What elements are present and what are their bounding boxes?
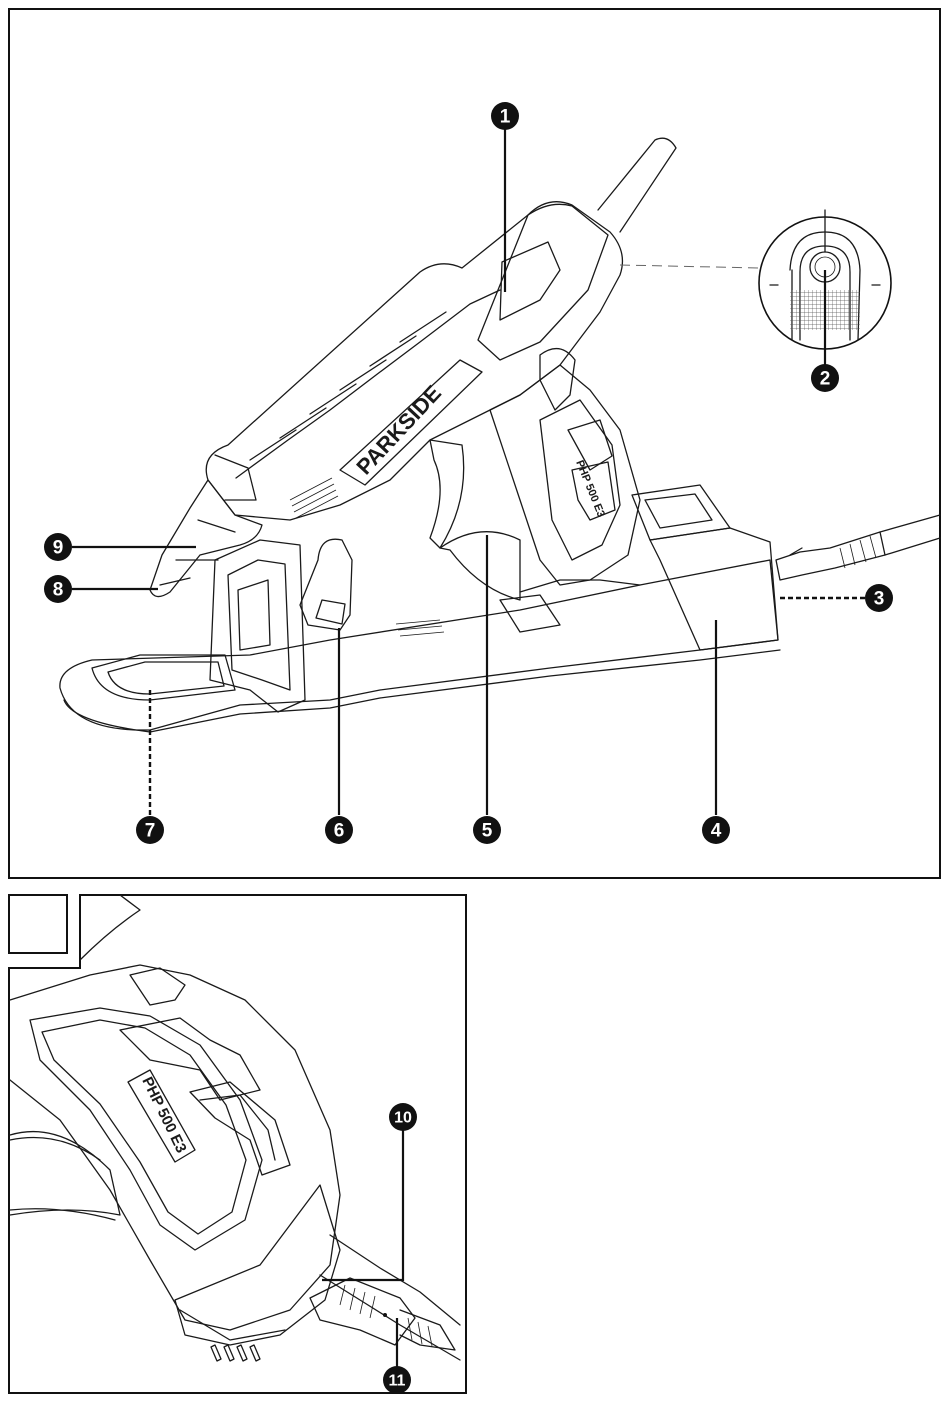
callout-4: 4: [702, 816, 730, 844]
callout-9: 9: [44, 533, 72, 561]
svg-text:6: 6: [334, 821, 345, 842]
svg-text:7: 7: [145, 821, 156, 842]
leader-lines: [72, 128, 866, 815]
detail-bubble: [620, 210, 891, 349]
svg-text:4: 4: [711, 821, 722, 842]
callout-2: 2: [811, 364, 839, 392]
svg-text:1: 1: [500, 107, 511, 128]
power-connector: [776, 515, 940, 580]
callout-8: 8: [44, 575, 72, 603]
glue-gun: [150, 138, 676, 600]
callout-1: 1: [491, 102, 519, 130]
brand-engraving: PARKSIDE: [351, 380, 446, 479]
svg-text:5: 5: [482, 821, 493, 842]
figure-b-label-box: [9, 895, 67, 953]
base-station: [60, 485, 780, 732]
callout-7: 7: [136, 816, 164, 844]
callout-11: 11: [383, 1366, 411, 1394]
leader-10: [322, 1130, 403, 1280]
stand-clip: [300, 539, 352, 630]
callout-3: 3: [865, 584, 893, 612]
svg-text:3: 3: [874, 589, 885, 610]
callout-5: 5: [473, 816, 501, 844]
svg-text:8: 8: [53, 580, 64, 601]
figure-a-frame: [9, 9, 940, 878]
svg-text:11: 11: [389, 1373, 406, 1390]
handle-closeup: [10, 895, 460, 1361]
callout-10: 10: [389, 1103, 417, 1131]
svg-text:2: 2: [820, 369, 831, 390]
model-engraving: PHP 500 E3: [573, 459, 607, 519]
svg-text:10: 10: [394, 1110, 412, 1127]
callout-6: 6: [325, 816, 353, 844]
svg-text:9: 9: [53, 538, 64, 559]
